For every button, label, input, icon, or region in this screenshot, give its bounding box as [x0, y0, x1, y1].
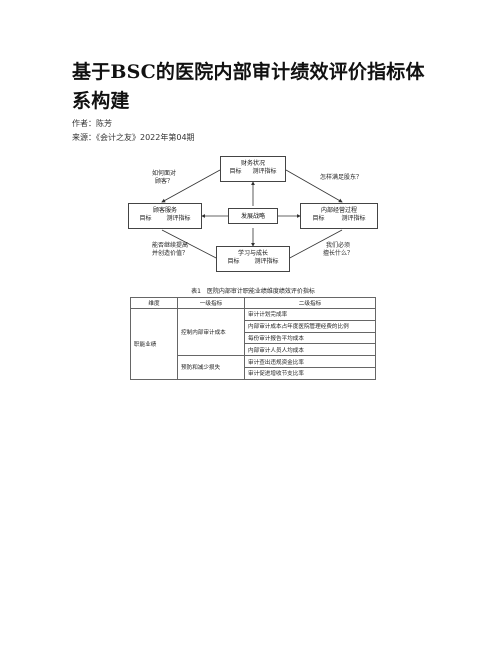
question-top-right: 怎样满足股东？	[319, 174, 362, 181]
source-line: 来源：《会计之友》2022年第04期	[72, 132, 195, 144]
header-level2: 二级指标	[244, 297, 376, 309]
question-bottom-right-line-1: 我们必须	[325, 242, 350, 249]
learning-title: 学习与成长	[237, 250, 268, 257]
table-caption: 表1 医院内部审计职能业绩维度绩效评价指标	[191, 288, 315, 295]
article-title-line-2: 系构建	[72, 90, 130, 112]
strategy-box: 发展战略	[228, 208, 278, 224]
question-bottom-left: 能否继续提高 并创造价值？	[142, 242, 198, 258]
customer-metric: 测评指标	[166, 215, 191, 222]
source-label: 来源：	[72, 133, 96, 142]
customer-box: 顾客服务 目标 测评指标	[128, 203, 202, 229]
bsc-diagram: 财务状况 目标测评指标 顾客服务 目标测评指标 发展战略 内部经营过程 目标测评…	[120, 150, 386, 274]
question-top-left: 如何面对 顾客？	[142, 170, 186, 186]
author-name: 陈芳	[96, 119, 112, 128]
cell-level1: 预防和减少损失	[177, 355, 245, 380]
table-header-row: 维度 一级指标 二级指标	[130, 297, 376, 309]
question-top-left-line-2: 顾客？	[154, 178, 173, 185]
cell-dimension: 职能业绩	[130, 308, 178, 380]
header-dimension: 维度	[130, 297, 178, 309]
question-bottom-left-line-1: 能否继续提高	[151, 242, 188, 249]
table-row: 每份审计报告平均成本	[131, 331, 376, 345]
article-title: 基于BSC的医院内部审计绩效评价指标体 系构建	[72, 58, 432, 116]
learning-metric: 测评指标	[254, 258, 279, 265]
table-row: 预防和减少损失 审计查出违规资金比率	[131, 355, 376, 380]
arrow-internal-to-learning	[285, 229, 343, 261]
table-row: 职能业绩 控制内部审计成本 审计计划完成率	[130, 307, 376, 380]
question-bottom-left-line-2: 并创造价值？	[151, 250, 188, 257]
cell-level2: 内部审计人员人均成本	[244, 343, 376, 357]
customer-goal: 目标	[139, 215, 152, 222]
arrow-finance-to-internal	[285, 169, 343, 203]
question-top-left-line-1: 如何面对	[151, 170, 176, 177]
internal-goal: 目标	[312, 215, 325, 222]
question-bottom-right: 我们必须 擅长什么？	[316, 242, 360, 258]
cell-level2: 审计促进增收节支比率	[244, 366, 376, 380]
header-level1: 一级指标	[177, 297, 245, 309]
finance-title: 财务状况	[240, 160, 265, 167]
table-row: 内部审计成本占年度医院管理经费的比例	[131, 319, 376, 333]
cell-level2: 审计查出违规资金比率	[244, 355, 376, 368]
table-row: 审计促进增收节支比率	[131, 366, 376, 380]
cell-level2: 审计计划完成率	[244, 308, 376, 321]
author-label: 作者：	[72, 119, 96, 128]
source-name: 《会计之友》2022年第04期	[96, 133, 195, 142]
metrics-table: 维度 一级指标 二级指标 职能业绩 控制内部审计成本 审计计划完成率 内部审计成…	[130, 297, 376, 380]
learning-box: 学习与成长 目标 测评指标	[216, 246, 290, 272]
internal-box: 内部经营过程 目标 测评指标	[300, 203, 378, 229]
cell-level2: 内部审计成本占年度医院管理经费的比例	[244, 319, 376, 333]
cell-level2: 每份审计报告平均成本	[244, 331, 376, 345]
customer-title: 顾客服务	[152, 207, 177, 214]
finance-box: 财务状况 目标 测评指标	[220, 156, 286, 182]
question-bottom-right-line-2: 擅长什么？	[322, 250, 353, 257]
finance-goal: 目标	[229, 168, 242, 175]
article-title-line-1: 基于BSC的医院内部审计绩效评价指标体	[72, 61, 425, 83]
internal-metric: 测评指标	[341, 215, 366, 222]
arrow-finance-to-customer	[161, 169, 221, 203]
table-row: 内部审计人员人均成本	[131, 343, 376, 357]
strategy-title: 发展战略	[240, 213, 265, 220]
finance-metric: 测评指标	[252, 168, 277, 175]
internal-title: 内部经营过程	[320, 207, 357, 214]
arrow-customer-to-learning	[161, 229, 221, 261]
diagram-connectors	[161, 169, 343, 261]
learning-goal: 目标	[227, 258, 240, 265]
cell-level1: 控制内部审计成本	[177, 307, 245, 357]
author-line: 作者：陈芳	[72, 118, 112, 130]
